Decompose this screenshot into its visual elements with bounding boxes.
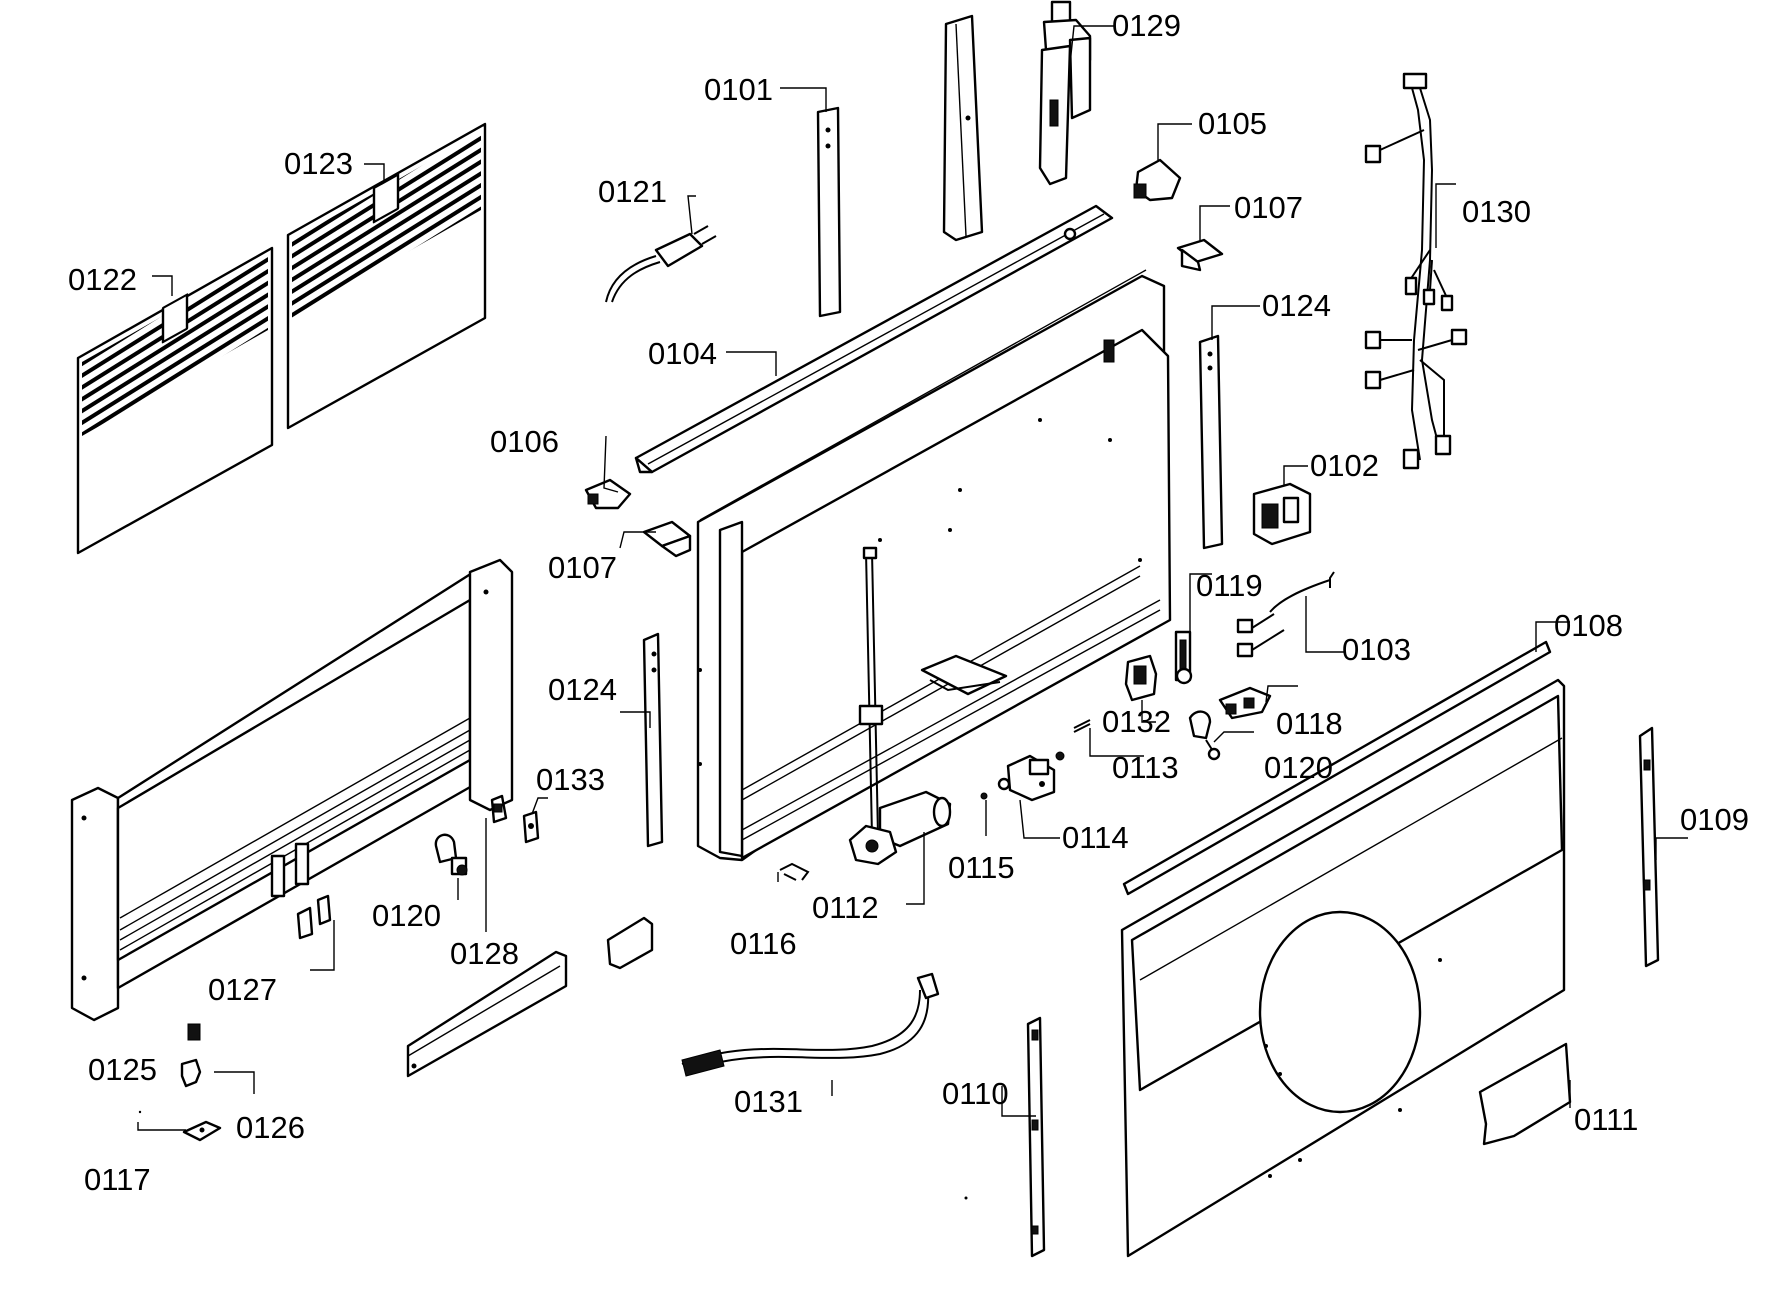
label-0101: 0101 bbox=[704, 72, 773, 107]
clip-0120-right bbox=[1188, 710, 1221, 761]
label-0131: 0131 bbox=[734, 1084, 803, 1119]
hose-0131 bbox=[681, 972, 940, 1077]
spring-0125 bbox=[187, 1023, 201, 1041]
bracket-0114 bbox=[1006, 754, 1056, 802]
clip-0120-left bbox=[434, 833, 468, 876]
label-0123: 0123 bbox=[284, 146, 353, 181]
plate-0111 bbox=[1478, 1042, 1572, 1146]
plate-0107-left bbox=[642, 520, 692, 558]
label-0117: 0117 bbox=[84, 1162, 151, 1197]
part-labels: 0101 0129 0105 0107 0130 0123 0122 0121 … bbox=[68, 8, 1749, 1197]
clip-0126 bbox=[180, 1058, 202, 1088]
label-0116: 0116 bbox=[730, 926, 797, 961]
wire-harness-0130 bbox=[1364, 72, 1468, 470]
label-0107: 0107 bbox=[548, 550, 617, 585]
label-0112: 0112 bbox=[812, 890, 879, 925]
motor-0112 bbox=[848, 546, 952, 866]
power-cord-0121 bbox=[605, 225, 717, 303]
label-0105: 0105 bbox=[1198, 106, 1267, 141]
label-0124: 0124 bbox=[548, 672, 617, 707]
label-0108: 0108 bbox=[1554, 608, 1623, 643]
switch-0129 bbox=[1038, 0, 1092, 186]
label-0111: 0111 bbox=[1574, 1102, 1638, 1137]
upright-0124-right bbox=[1198, 334, 1224, 550]
label-0126: 0126 bbox=[236, 1110, 305, 1145]
filter-panel-0123 bbox=[286, 122, 487, 430]
label-0128: 0128 bbox=[450, 936, 519, 971]
label-0132: 0132 bbox=[1102, 704, 1171, 739]
rail-0109 bbox=[1638, 726, 1660, 968]
label-0122: 0122 bbox=[68, 262, 137, 297]
plate-0107-top bbox=[1176, 238, 1224, 272]
clip-0128 bbox=[490, 794, 508, 824]
bottom-panel bbox=[1120, 678, 1566, 1258]
lower-cover-strip bbox=[406, 950, 568, 1078]
nut-0115 bbox=[980, 777, 1011, 800]
leader-lines bbox=[137, 25, 1688, 1131]
small-cover bbox=[606, 916, 654, 970]
label-0104: 0104 bbox=[648, 336, 717, 371]
switch-0119 bbox=[1174, 630, 1193, 685]
label-0125: 0125 bbox=[88, 1052, 157, 1087]
upright-0124-left bbox=[642, 632, 664, 848]
screw-0113 bbox=[1055, 719, 1091, 761]
label-0127: 0127 bbox=[208, 972, 277, 1007]
clip-0133 bbox=[522, 810, 540, 844]
label-0102: 0102 bbox=[1310, 448, 1379, 483]
main-housing bbox=[696, 269, 1172, 862]
label-0109: 0109 bbox=[1680, 802, 1749, 837]
label-0124: 0124 bbox=[1262, 288, 1331, 323]
label-0113: 0113 bbox=[1112, 750, 1179, 785]
front-rail-0104 bbox=[634, 204, 1114, 474]
channel-top bbox=[942, 14, 984, 242]
label-0130: 0130 bbox=[1462, 194, 1531, 229]
label-0107: 0107 bbox=[1234, 190, 1303, 225]
label-0119: 0119 bbox=[1196, 568, 1263, 603]
clip-0118 bbox=[1218, 686, 1272, 720]
relay-0132 bbox=[1124, 654, 1158, 702]
front-frame bbox=[70, 558, 514, 1022]
label-0120: 0120 bbox=[372, 898, 441, 933]
label-0106: 0106 bbox=[490, 424, 559, 459]
label-0110: 0110 bbox=[942, 1076, 1009, 1111]
bracket-0101 bbox=[816, 106, 842, 318]
label-0114: 0114 bbox=[1062, 820, 1129, 855]
label-0129: 0129 bbox=[1112, 8, 1181, 43]
label-0121: 0121 bbox=[598, 174, 667, 209]
label-0103: 0103 bbox=[1342, 632, 1411, 667]
label-0118: 0118 bbox=[1276, 706, 1343, 741]
label-0133: 0133 bbox=[536, 762, 605, 797]
clip-0106 bbox=[584, 478, 632, 510]
label-0115: 0115 bbox=[948, 850, 1015, 885]
sensor-wire-0103 bbox=[1236, 571, 1335, 658]
strip-0108 bbox=[1122, 640, 1552, 896]
clip-0127 bbox=[296, 894, 332, 940]
transformer-0102 bbox=[1252, 482, 1312, 546]
rail-0110 bbox=[1026, 1016, 1046, 1258]
bracket-0117 bbox=[182, 1120, 222, 1142]
clip-0105 bbox=[1133, 158, 1182, 202]
clip-0116 bbox=[779, 862, 810, 881]
label-0120: 0120 bbox=[1264, 750, 1333, 785]
filter-panel-0122 bbox=[76, 246, 274, 555]
